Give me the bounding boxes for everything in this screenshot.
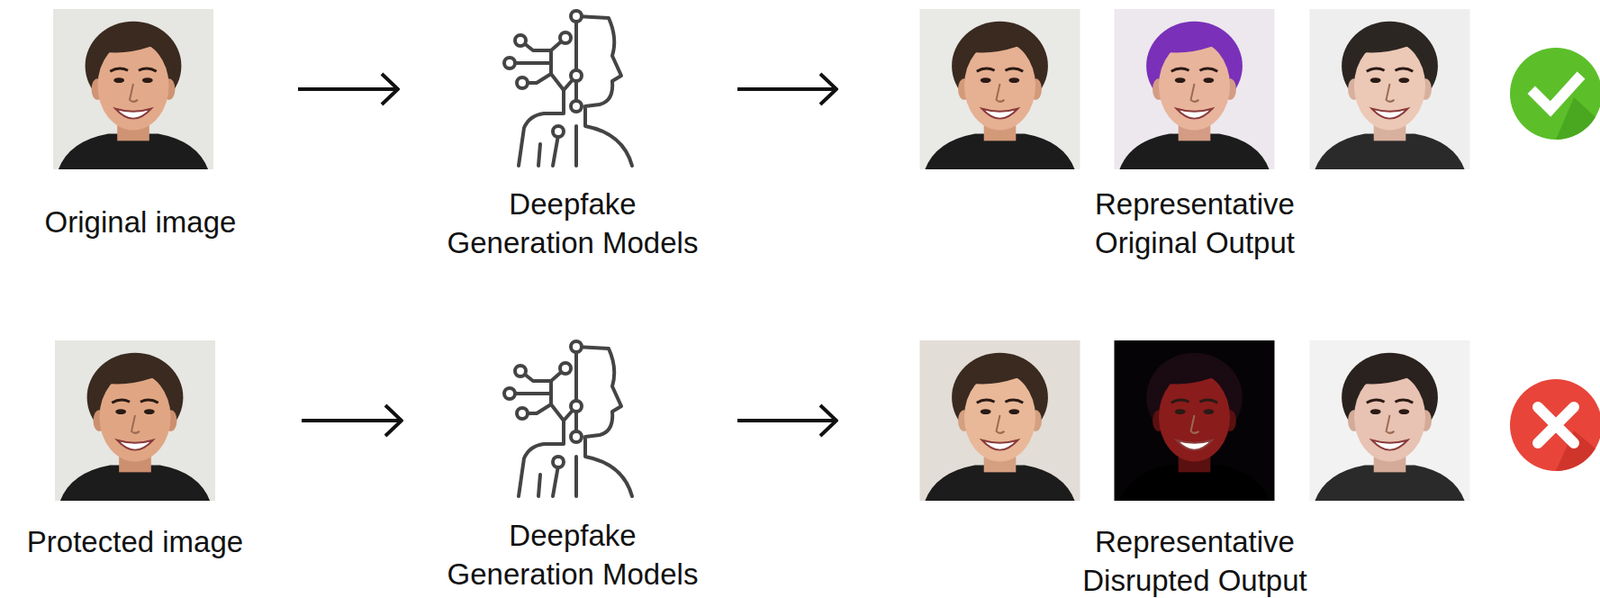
ai-head-icon xyxy=(504,10,633,166)
face-photo xyxy=(920,9,1081,170)
flow-arrow xyxy=(298,87,398,91)
face-photo xyxy=(1310,340,1471,501)
cross-badge xyxy=(1509,379,1600,471)
image-stage: Original image xyxy=(0,9,299,170)
flow-arrow xyxy=(301,418,402,423)
image-stage: Representative Disrupted Output xyxy=(836,340,1485,501)
check-badge xyxy=(1509,47,1600,140)
stage-caption: Representative Disrupted Output xyxy=(1059,522,1330,598)
face-photo xyxy=(1310,9,1471,170)
flow-arrow xyxy=(737,87,837,91)
stage-caption: Representative Original Output xyxy=(1059,184,1330,263)
stage-caption: Deepfake Generation Models xyxy=(437,184,708,263)
stage-caption: Protected image xyxy=(0,522,271,561)
face-photo xyxy=(1114,340,1275,501)
stage-caption: Original image xyxy=(5,202,276,242)
face-photo xyxy=(920,340,1081,501)
face-photo xyxy=(54,340,216,501)
face-photo xyxy=(1114,9,1275,170)
flow-arrow xyxy=(737,418,837,423)
image-stage: Representative Original Output xyxy=(836,9,1485,170)
ai-head-icon xyxy=(504,341,633,497)
face-photo xyxy=(53,9,214,170)
image-stage: Deepfake Generation Models xyxy=(401,340,738,501)
image-stage: Protected image xyxy=(0,340,302,501)
stage-caption: Deepfake Generation Models xyxy=(437,515,708,594)
image-stage: Deepfake Generation Models xyxy=(397,9,738,170)
